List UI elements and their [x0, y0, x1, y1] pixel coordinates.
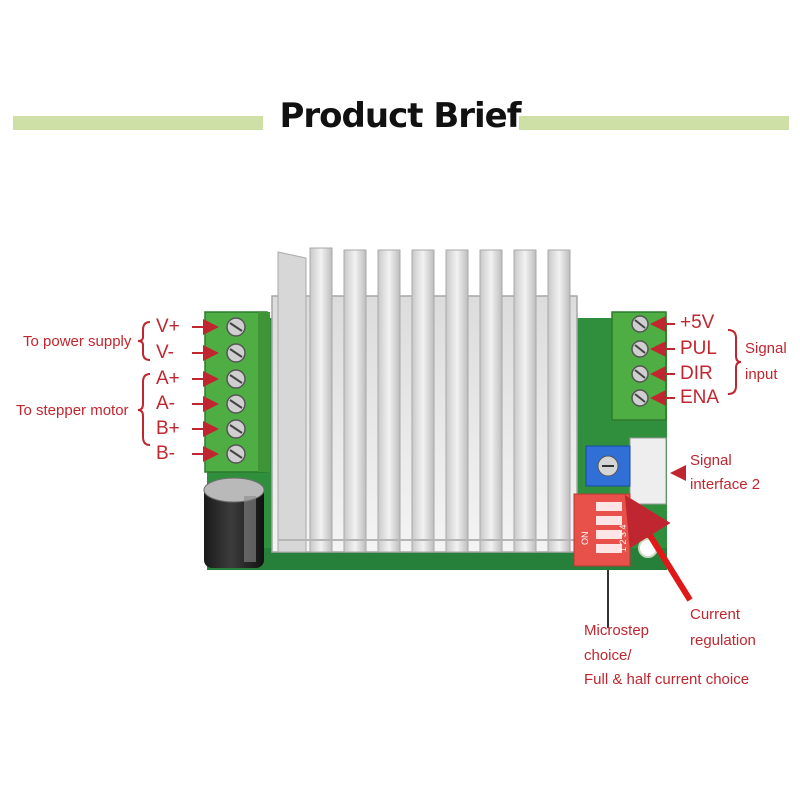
title-rule-right [519, 116, 789, 130]
left-braces [137, 321, 151, 446]
microstep-label-line1: Microstep [584, 622, 650, 639]
heatsink [271, 247, 578, 553]
pin-label-v-plus: V+ [156, 316, 180, 337]
dip-on-mark: ON [580, 532, 590, 546]
pin-label-pul: PUL [680, 338, 717, 359]
pin-label-b-minus: B- [156, 443, 175, 464]
left-terminal-block [204, 311, 270, 473]
pin-label-5v: +5V [680, 312, 715, 333]
title-rule-left [13, 116, 263, 130]
signal-brace [727, 329, 742, 395]
capacitor [203, 477, 265, 568]
signal-interface-connector [629, 437, 667, 505]
microstep-label-line3: Full & half current choice [584, 671, 750, 688]
current-regulation-label-line2: regulation [690, 632, 756, 649]
potentiometer [585, 445, 631, 487]
microstep-label-line2: choice/ [584, 647, 632, 664]
page-title: Product Brief [279, 96, 521, 136]
stepper-motor-label: To stepper motor [16, 402, 129, 419]
pin-label-a-minus: A- [156, 393, 175, 414]
power-supply-label: To power supply [23, 333, 132, 350]
pin-label-dir: DIR [680, 363, 713, 384]
right-terminal-block [611, 311, 667, 421]
dip-number-marks: 1 2 3 4 [618, 524, 628, 552]
signal-interface-label-line2: interface 2 [690, 476, 761, 493]
signal-input-label-line1: Signal [745, 340, 787, 357]
pin-label-ena: ENA [680, 387, 720, 408]
left-arrows [192, 319, 219, 462]
pin-label-v-minus: V- [156, 342, 174, 363]
dip-switch: ON 1 2 3 4 [573, 493, 631, 567]
signal-input-label-line2: input [745, 366, 778, 383]
signal-interface-label-line1: Signal [690, 452, 732, 469]
right-arrows [650, 316, 686, 481]
pin-label-b-plus: B+ [156, 418, 180, 439]
current-regulation-arrow [624, 494, 693, 602]
current-regulation-label-line1: Current [690, 606, 741, 623]
pin-label-a-plus: A+ [156, 368, 180, 389]
